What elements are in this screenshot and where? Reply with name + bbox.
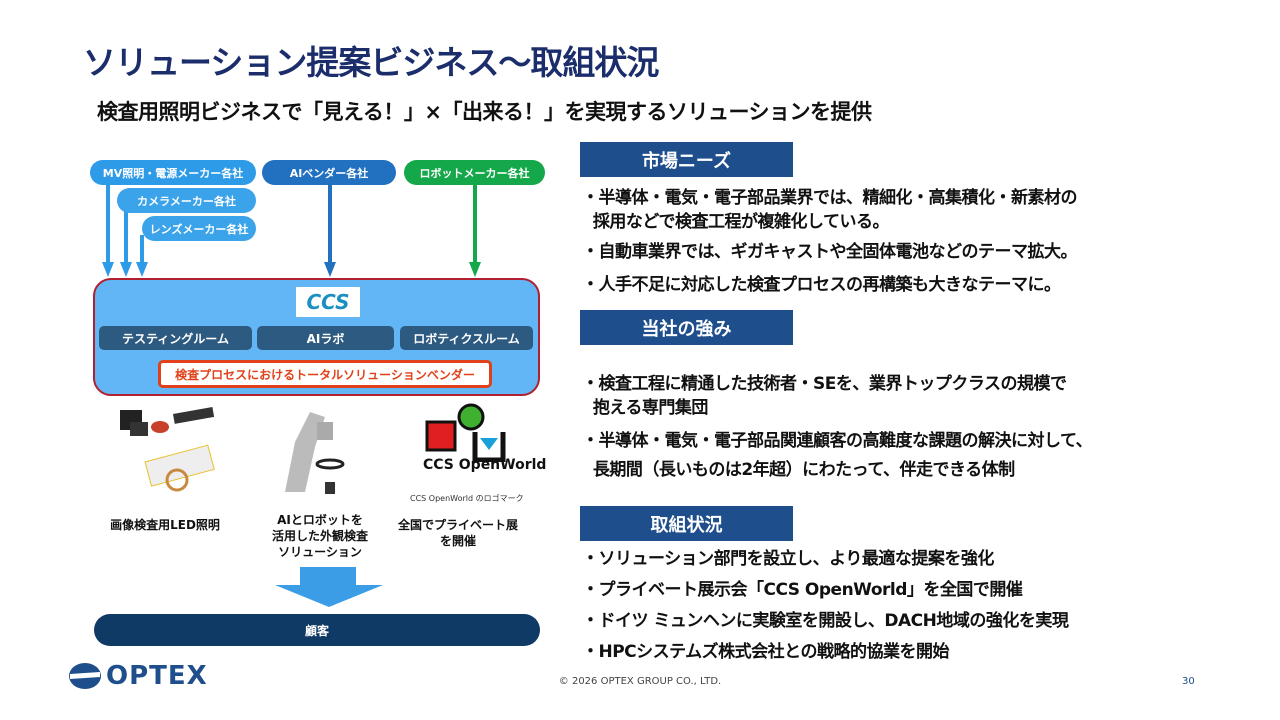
page-title: ソリューション提案ビジネス～取組状況 <box>83 43 659 82</box>
supplier-camera: カメラメーカー各社 <box>117 188 256 213</box>
customer-bar: 顧客 <box>94 614 540 646</box>
section-heading-strengths: 当社の強み <box>580 310 793 345</box>
page-number: 30 <box>1182 676 1195 687</box>
arrow-head <box>324 262 336 277</box>
diagram-arrows <box>102 185 481 607</box>
supplier-ai-vendor: AIベンダー各社 <box>262 160 396 185</box>
bullet: ・ソリューション部門を設立し、より最適な提案を強化 <box>582 549 994 569</box>
bullet: ・半導体・電気・電子部品業界では、精細化・高集積化・新素材の 採用などで検査工程… <box>582 188 1078 232</box>
supplier-lens: レンズメーカー各社 <box>142 216 256 241</box>
arrow-head <box>136 262 148 277</box>
section-heading-market-needs: 市場ニーズ <box>580 142 793 177</box>
led-lighting-image <box>120 407 215 492</box>
facility-ai-lab: AIラボ <box>257 326 394 350</box>
arrow-head <box>469 262 481 277</box>
openworld-logo-note: CCS OpenWorld のロゴマーク <box>410 494 524 503</box>
copyright: © 2026 OPTEX GROUP CO., LTD. <box>558 676 722 687</box>
caption-led-lighting: 画像検査用LED照明 <box>110 518 220 532</box>
bullet: ・ドイツ ミュンヘンに実験室を開設し、DACH地域の強化を実現 <box>582 611 1069 631</box>
ccs-logo: CCS <box>296 287 360 317</box>
section-heading-initiatives: 取組状況 <box>580 506 793 541</box>
bullet: ・人手不足に対応した検査プロセスの再構築も大きなテーマに。 <box>582 275 1061 295</box>
openworld-logo-mark <box>425 403 506 462</box>
bullet: ・半導体・電気・電子部品関連顧客の高難度な課題の解決に対して、 長期間（長いもの… <box>582 431 1093 480</box>
optex-logo-mark <box>69 663 101 689</box>
arrow-head <box>120 262 132 277</box>
bullet: ・検査工程に精通した技術者・SEを、業界トップクラスの規模で 抱える専門集団 <box>582 374 1067 418</box>
page-subtitle: 検査用照明ビジネスで「見える！」×「出来る！」を実現するソリューションを提供 <box>97 100 872 124</box>
facility-robotics-room: ロボティクスルーム <box>400 326 533 350</box>
arrow-head <box>102 262 114 277</box>
optex-logo: OPTEX <box>106 661 208 691</box>
bullet: ・自動車業界では、ギガキャストや全固体電池などのテーマ拡大。 <box>582 242 1078 262</box>
caption-private-show: 全国でプライベート展 を開催 <box>398 518 519 548</box>
bullet: ・HPCシステムズ株式会社との戦略的協業を開始 <box>582 642 949 662</box>
openworld-logo-text: CCS OpenWorld <box>423 457 547 473</box>
down-arrow <box>275 567 383 607</box>
robot-arm-image <box>285 412 345 494</box>
supplier-robot: ロボットメーカー各社 <box>404 160 545 185</box>
supplier-mv-lighting: MV照明・電源メーカー各社 <box>90 160 256 185</box>
caption-ai-robot: AIとロボットを 活用した外観検査 ソリューション <box>271 513 368 559</box>
tagline-box: 検査プロセスにおけるトータルソリューションベンダー <box>158 360 492 388</box>
bullet: ・プライベート展示会「CCS OpenWorld」を全国で開催 <box>582 580 1023 600</box>
facility-testing-room: テスティングルーム <box>99 326 252 350</box>
